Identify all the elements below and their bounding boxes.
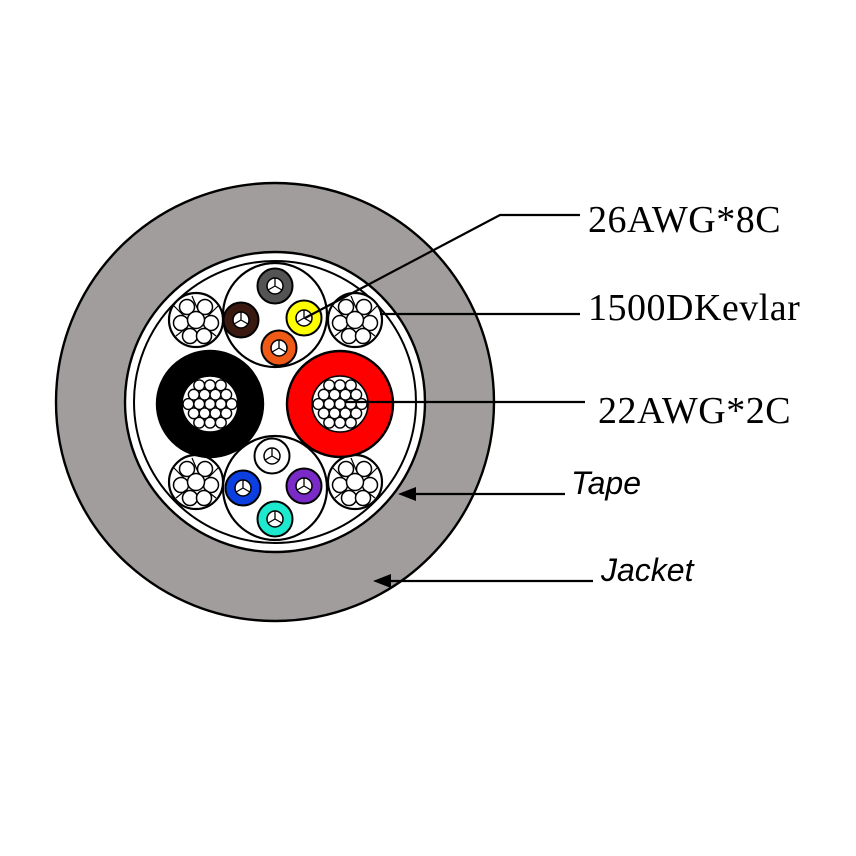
leader-line-signal-cores xyxy=(304,213,580,319)
signal-group-bottom xyxy=(221,434,329,542)
label-jacket: Jacket xyxy=(600,552,695,588)
signal-core-brown xyxy=(222,301,260,339)
kevlar-bundle-bottom-left xyxy=(167,453,225,511)
tape-arrowhead xyxy=(398,487,416,501)
signal-group-top xyxy=(221,261,329,369)
signal-cores-bottom xyxy=(224,437,323,538)
power-core-red-conductor xyxy=(312,376,368,432)
signal-core-purple xyxy=(285,467,323,505)
label-kevlar: 1500DKevlar xyxy=(588,287,800,329)
signal-core-orange xyxy=(260,329,298,367)
signal-core-cyan xyxy=(256,500,294,538)
signal-cores-top xyxy=(222,267,323,367)
signal-core-gray xyxy=(256,267,294,305)
label-power-cores: 22AWG*2C xyxy=(598,390,791,432)
label-tape: Tape xyxy=(571,465,641,501)
label-signal-cores: 26AWG*8C xyxy=(588,199,781,241)
power-core-black-conductor xyxy=(182,376,238,432)
jacket-arrowhead xyxy=(373,574,391,588)
signal-core-blue xyxy=(224,469,262,507)
signal-core-white xyxy=(253,437,291,475)
signal-core-yellow xyxy=(285,299,323,337)
kevlar-bundle-top-left xyxy=(167,291,225,349)
kevlar-bundle-bottom-right xyxy=(326,453,384,511)
